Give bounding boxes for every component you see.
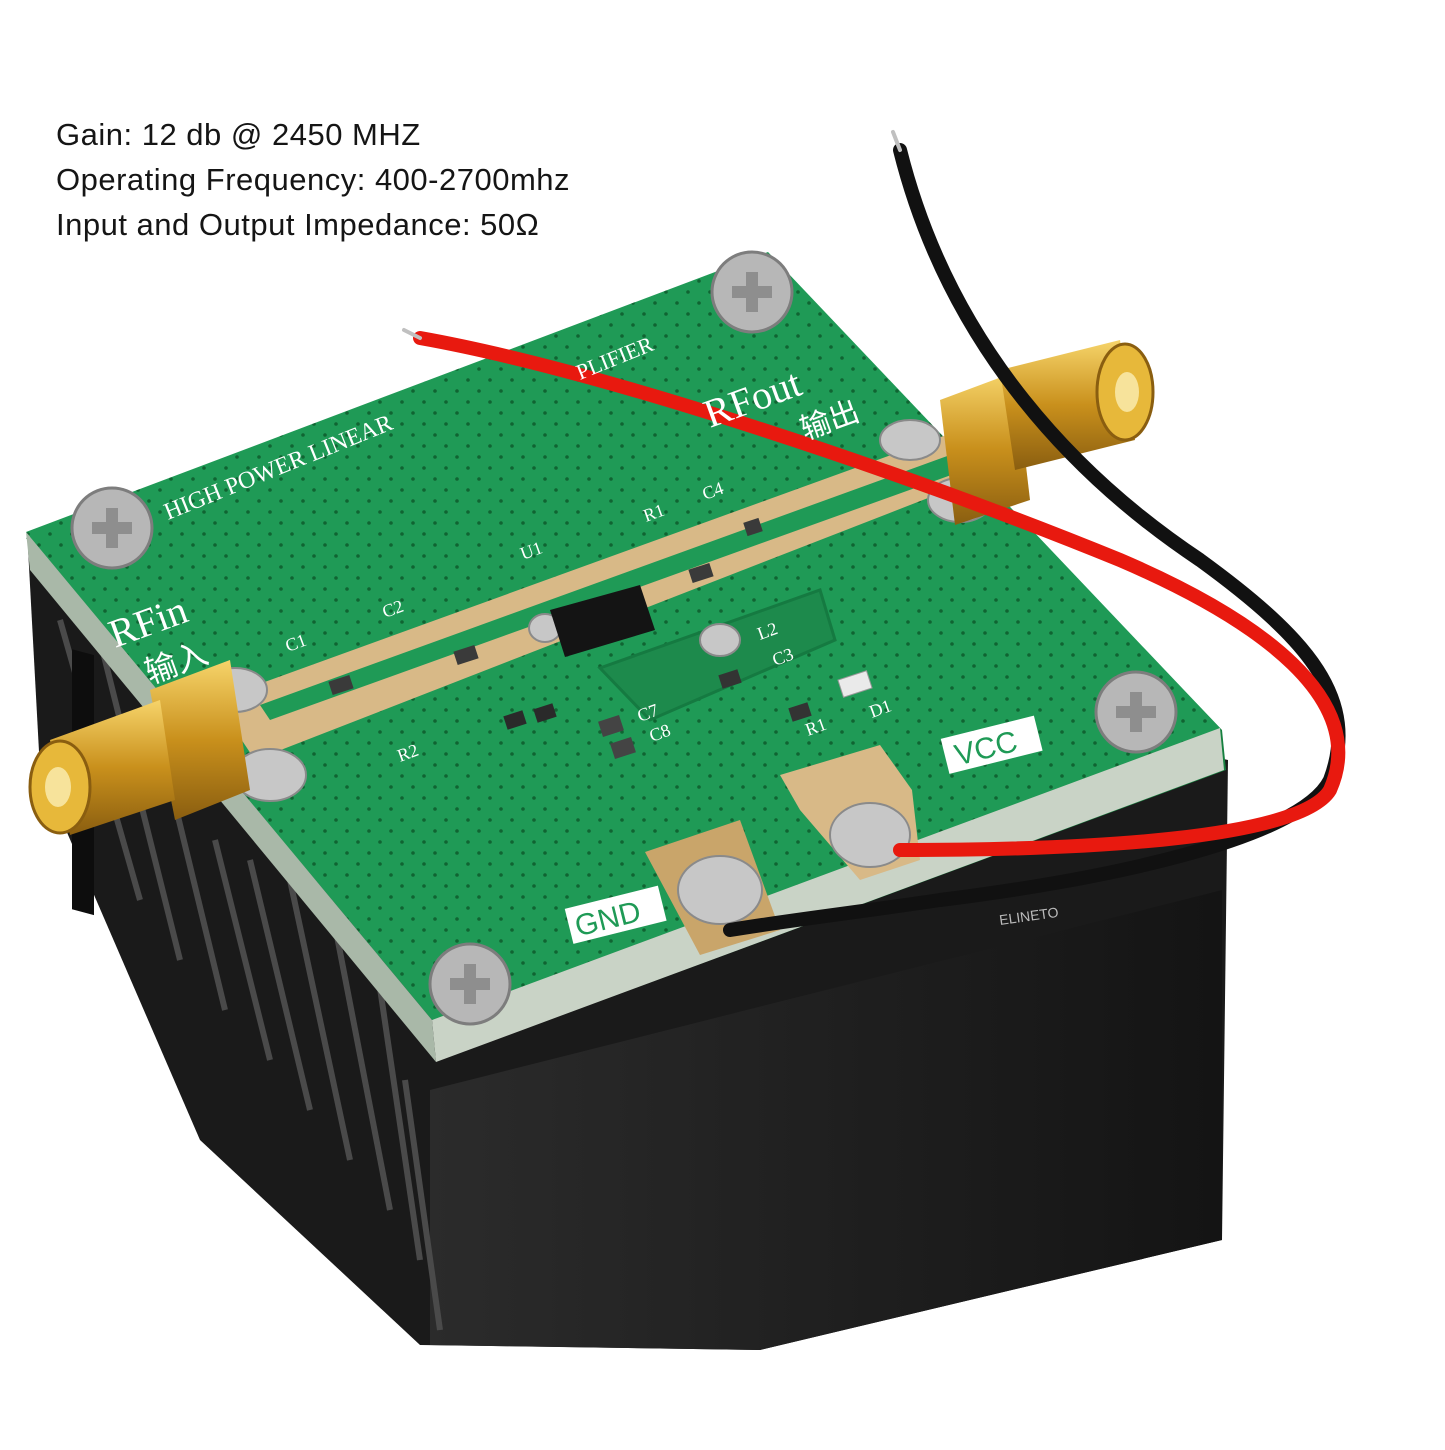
spec-list: Gain: 12 db @ 2450 MHZ Operating Frequen… [56, 112, 570, 247]
gnd-label-box: GND [564, 885, 667, 944]
sma-connector-in [28, 660, 250, 835]
spec-frequency: Operating Frequency: 400-2700mhz [56, 162, 571, 197]
smd-components [328, 517, 873, 760]
sma-connector-out [940, 340, 1155, 525]
spec-gain: Gain: 12 db @ 2450 MHZ [56, 117, 421, 152]
spec-impedance: Input and Output Impedance: 50Ω [56, 207, 540, 242]
power-wires [402, 130, 1346, 937]
mount-screws [70, 250, 1178, 1026]
